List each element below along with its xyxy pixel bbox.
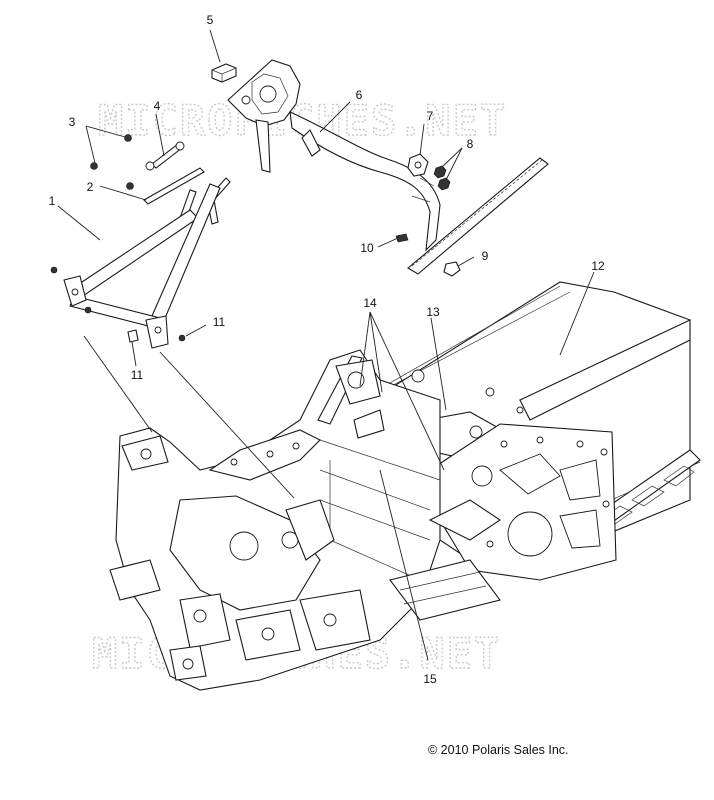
callout-5: 5 [207,13,214,27]
leader-lines [57,29,595,661]
callout-9: 9 [482,249,489,263]
part-2-rod [143,167,205,221]
rear-side-plate [429,423,617,581]
callout-14: 14 [363,296,377,310]
part-7-clip [407,153,429,177]
part-3-bolts [90,134,134,190]
part-5-block [211,63,237,83]
callout-15: 15 [423,672,437,686]
rail-strip [407,157,549,275]
callout-13: 13 [426,305,440,319]
callout-11-right: 11 [213,315,226,329]
callout-2: 2 [87,180,94,194]
part-6-steering-support [227,59,441,252]
callout-7: 7 [427,109,434,123]
callout-6: 6 [356,88,363,102]
part-8-nuts [433,165,451,191]
callout-4: 4 [154,99,161,113]
copyright-text: © 2010 Polaris Sales Inc. [428,743,569,757]
callout-11-left: 11 [131,368,144,382]
callout-3: 3 [69,115,76,129]
part-1-frame-tubes [50,183,221,349]
part-4-link [145,141,185,171]
callout-1: 1 [49,194,56,208]
part-10-pin [395,233,409,243]
callout-10: 10 [360,241,374,255]
main-chassis [109,349,501,691]
callout-12: 12 [591,259,605,273]
part-9-fastener [443,261,461,277]
callouts: 5 6 7 8 3 4 2 1 10 9 12 14 13 11 11 15 [49,13,605,686]
callout-8: 8 [467,137,474,151]
